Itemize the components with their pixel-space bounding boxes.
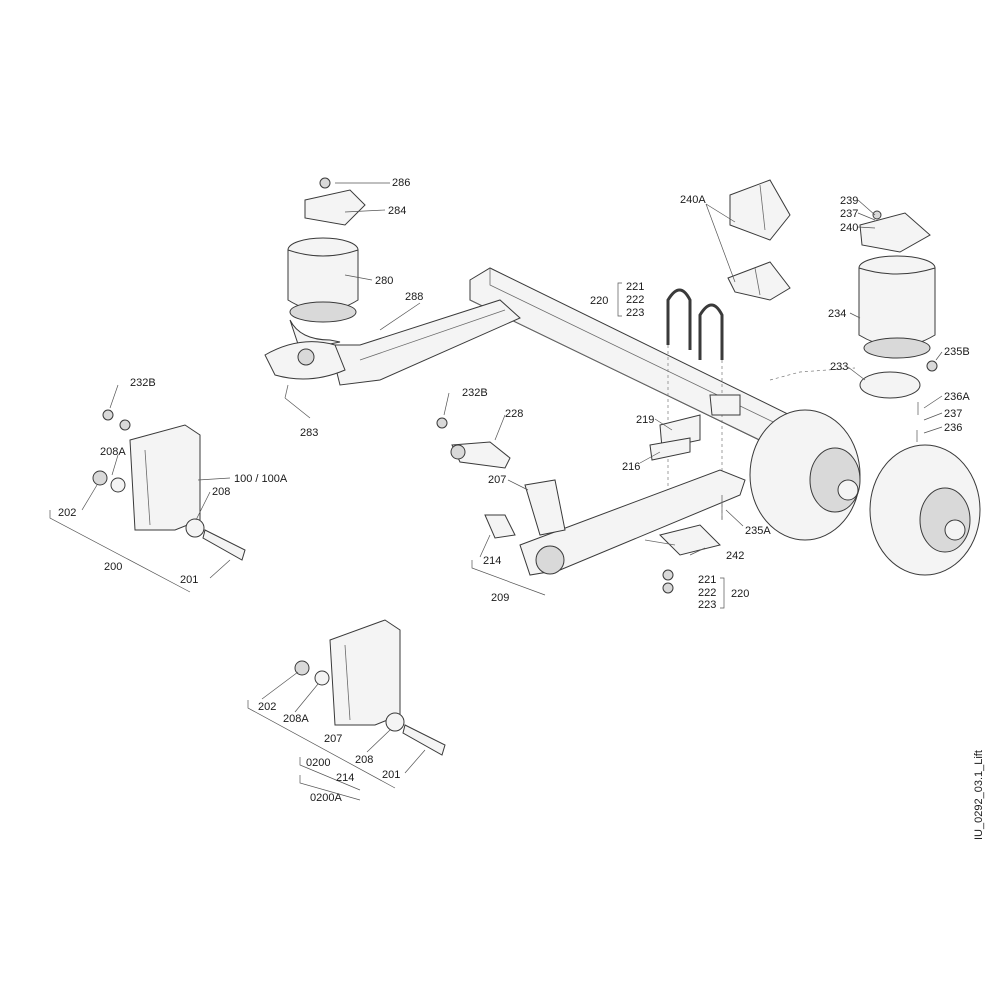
drawing-id: IU_0292_03.1_Lift	[973, 750, 985, 840]
callout-284: 284	[388, 205, 406, 217]
callout-222-lower: 222	[698, 587, 716, 599]
callouts: 286 284 280 288 283 240A 239 237 240 234…	[58, 177, 970, 804]
callout-219: 219	[636, 414, 654, 426]
callout-232B-left: 232B	[130, 377, 156, 389]
callout-232B-middle: 232B	[462, 387, 488, 399]
callout-208-upper: 208	[212, 486, 230, 498]
callout-237-top: 237	[840, 208, 858, 220]
hanger-bracket-upper	[92, 409, 246, 561]
callout-0200A: 0200A	[310, 792, 342, 804]
right-air-spring-assembly	[858, 210, 938, 442]
callout-202-lower: 202	[258, 701, 276, 713]
callout-228: 228	[505, 408, 523, 420]
callout-208-lower: 208	[355, 754, 373, 766]
callout-202-upper: 202	[58, 507, 76, 519]
callout-239: 239	[840, 195, 858, 207]
callout-280: 280	[375, 275, 393, 287]
callout-214-lower: 214	[336, 772, 354, 784]
callout-100-100A: 100 / 100A	[234, 473, 288, 485]
callout-207-lower: 207	[324, 733, 342, 745]
callout-220-lower: 220	[731, 588, 749, 600]
upper-bracket-240A	[729, 179, 791, 241]
callout-208A-lower: 208A	[283, 713, 309, 725]
callout-222-upper: 222	[626, 294, 644, 306]
callout-223-lower: 223	[698, 599, 716, 611]
callout-288: 288	[405, 291, 423, 303]
leader-lines	[49, 182, 943, 801]
callout-234: 234	[828, 308, 846, 320]
callout-223-upper: 223	[626, 307, 644, 319]
bracket-219-216	[649, 394, 741, 461]
callout-209: 209	[491, 592, 509, 604]
callout-283: 283	[300, 427, 318, 439]
callout-216: 216	[622, 461, 640, 473]
callout-200: 200	[104, 561, 122, 573]
callout-242: 242	[726, 550, 744, 562]
callout-201-lower: 201	[382, 769, 400, 781]
callout-286: 286	[392, 177, 410, 189]
callout-208A-upper: 208A	[100, 446, 126, 458]
callout-214-middle: 214	[483, 555, 501, 567]
shock-absorber	[436, 417, 511, 469]
callout-236: 236	[944, 422, 962, 434]
trailing-arm	[329, 299, 521, 386]
lower-bracket-240A	[727, 261, 791, 301]
spring-arm-209	[484, 469, 746, 576]
callout-220-upper: 220	[590, 295, 608, 307]
left-air-spring-assembly	[264, 177, 366, 399]
callout-237-bottom: 237	[944, 408, 962, 420]
hanger-bracket-lower	[294, 619, 446, 756]
callout-0200: 0200	[306, 757, 330, 769]
callout-201-upper: 201	[180, 574, 198, 586]
callout-235B: 235B	[944, 346, 970, 358]
plate-242-hardware	[644, 495, 723, 594]
callout-240A: 240A	[680, 194, 706, 206]
callout-221-upper: 221	[626, 281, 644, 293]
callout-221-lower: 221	[698, 574, 716, 586]
callout-207-middle: 207	[488, 474, 506, 486]
callout-233: 233	[830, 361, 848, 373]
wheel-hub	[869, 444, 981, 576]
callout-240: 240	[840, 222, 858, 234]
callout-235A: 235A	[745, 525, 771, 537]
brake-drum	[749, 409, 861, 541]
callout-236A: 236A	[944, 391, 970, 403]
